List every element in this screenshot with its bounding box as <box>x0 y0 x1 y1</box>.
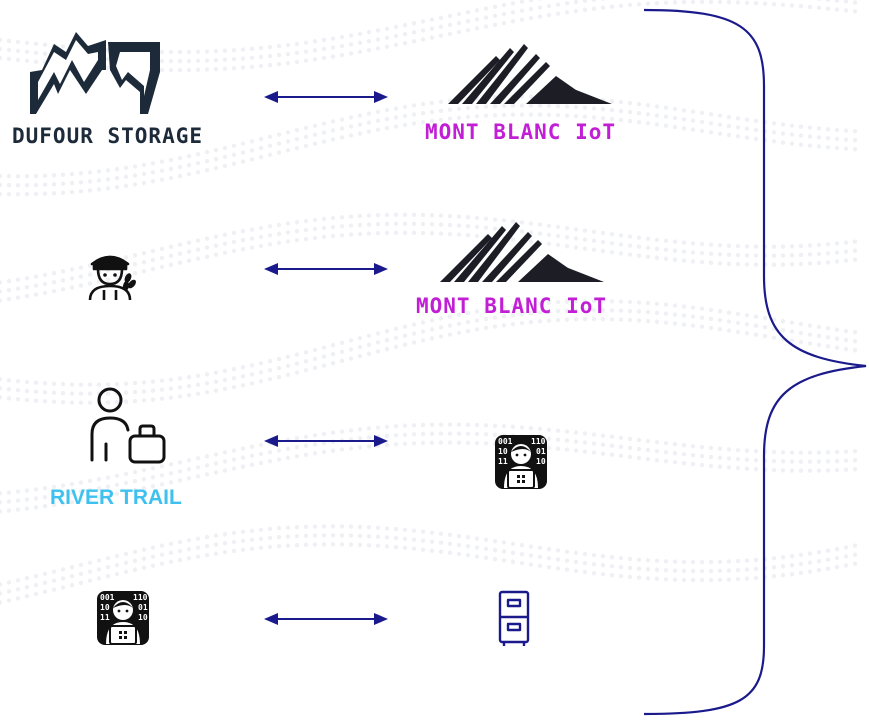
bidirectional-arrow-1 <box>264 91 388 103</box>
right-curly-brace <box>643 8 867 716</box>
bidirectional-arrow-2 <box>264 263 388 275</box>
svg-text:110: 110 <box>531 437 546 446</box>
bidirectional-arrow-3 <box>264 435 388 447</box>
svg-text:11: 11 <box>100 613 110 622</box>
svg-text:110: 110 <box>133 593 148 602</box>
svg-text:11: 11 <box>498 457 508 466</box>
svg-text:10: 10 <box>100 603 110 612</box>
mont-blanc-label-2: MONT BLANC IoT <box>416 294 608 318</box>
svg-text:01: 01 <box>536 447 546 456</box>
mont-blanc-logo-icon-1 <box>448 44 612 104</box>
mont-blanc-logo-icon-2 <box>440 222 604 282</box>
file-cabinet-icon <box>498 590 530 646</box>
bidirectional-arrow-4 <box>264 613 388 625</box>
svg-text:10: 10 <box>138 613 148 622</box>
mont-blanc-label-1: MONT BLANC IoT <box>425 120 617 144</box>
svg-text:001: 001 <box>100 593 115 602</box>
dufour-storage-label: DUFOUR STORAGE <box>12 124 204 148</box>
farmer-icon <box>88 255 136 301</box>
svg-text:10: 10 <box>536 457 546 466</box>
svg-text:10: 10 <box>498 447 508 456</box>
svg-text:01: 01 <box>138 603 148 612</box>
person-with-briefcase-icon <box>90 387 166 464</box>
svg-text:001: 001 <box>498 437 513 446</box>
dufour-mountain-logo-icon <box>30 32 160 114</box>
river-trail-label: RIVER TRAIL <box>50 486 182 509</box>
